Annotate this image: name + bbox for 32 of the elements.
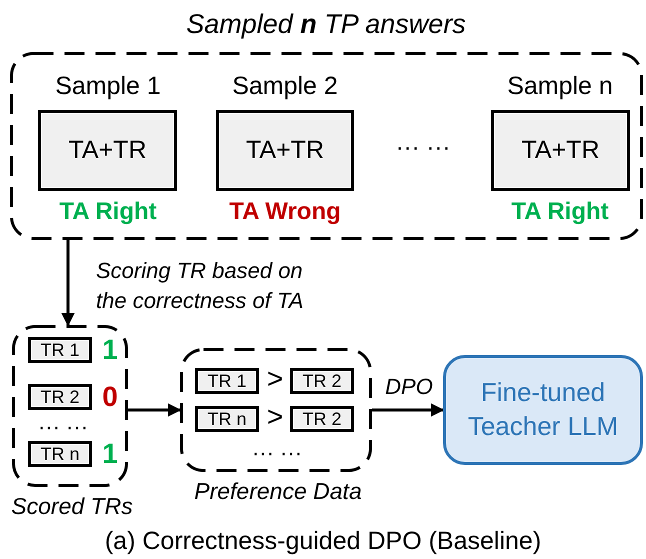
arrow <box>61 240 75 326</box>
sample-heading: Sample n <box>506 70 614 102</box>
group-title: Sampled n TP answers <box>185 8 467 41</box>
ellipsis: ··· ··· <box>36 414 90 440</box>
sample-heading: Sample 2 <box>231 70 339 102</box>
reasoning-box: TR 1 <box>28 337 92 363</box>
correctness-label: TA Wrong <box>228 197 342 227</box>
reasoning-box: TR n <box>195 406 259 432</box>
greater-than-sign: > <box>266 402 284 432</box>
reasoning-box: TR n <box>28 441 92 467</box>
answer-box: TA+TR <box>38 110 177 191</box>
correctness-label: TA Right <box>510 197 610 227</box>
sample-heading: Sample 1 <box>54 70 162 102</box>
reasoning-box: TR 2 <box>290 406 354 432</box>
group-title: Scored TRs <box>10 492 134 521</box>
reasoning-box: TR 2 <box>28 384 92 410</box>
reasoning-box: TR 1 <box>195 368 259 394</box>
ellipsis: ··· ··· <box>250 440 304 466</box>
score-value: 0 <box>101 380 119 414</box>
group-title: Preference Data <box>193 477 363 506</box>
caption: (a) Correctness-guided DPO (Baseline) <box>104 526 542 556</box>
score-value: 1 <box>101 333 119 367</box>
arrow <box>128 403 182 417</box>
reasoning-box: TR 2 <box>290 368 354 394</box>
correctness-label: TA Right <box>58 197 158 227</box>
answer-box: TA+TR <box>491 110 630 191</box>
greater-than-sign: > <box>266 364 284 394</box>
answer-box: TA+TR <box>216 110 354 191</box>
score-value: 1 <box>101 437 119 471</box>
ellipsis: ··· ··· <box>394 133 452 163</box>
model-box: Fine-tuned Teacher LLM <box>443 355 643 465</box>
arrow <box>372 403 444 417</box>
